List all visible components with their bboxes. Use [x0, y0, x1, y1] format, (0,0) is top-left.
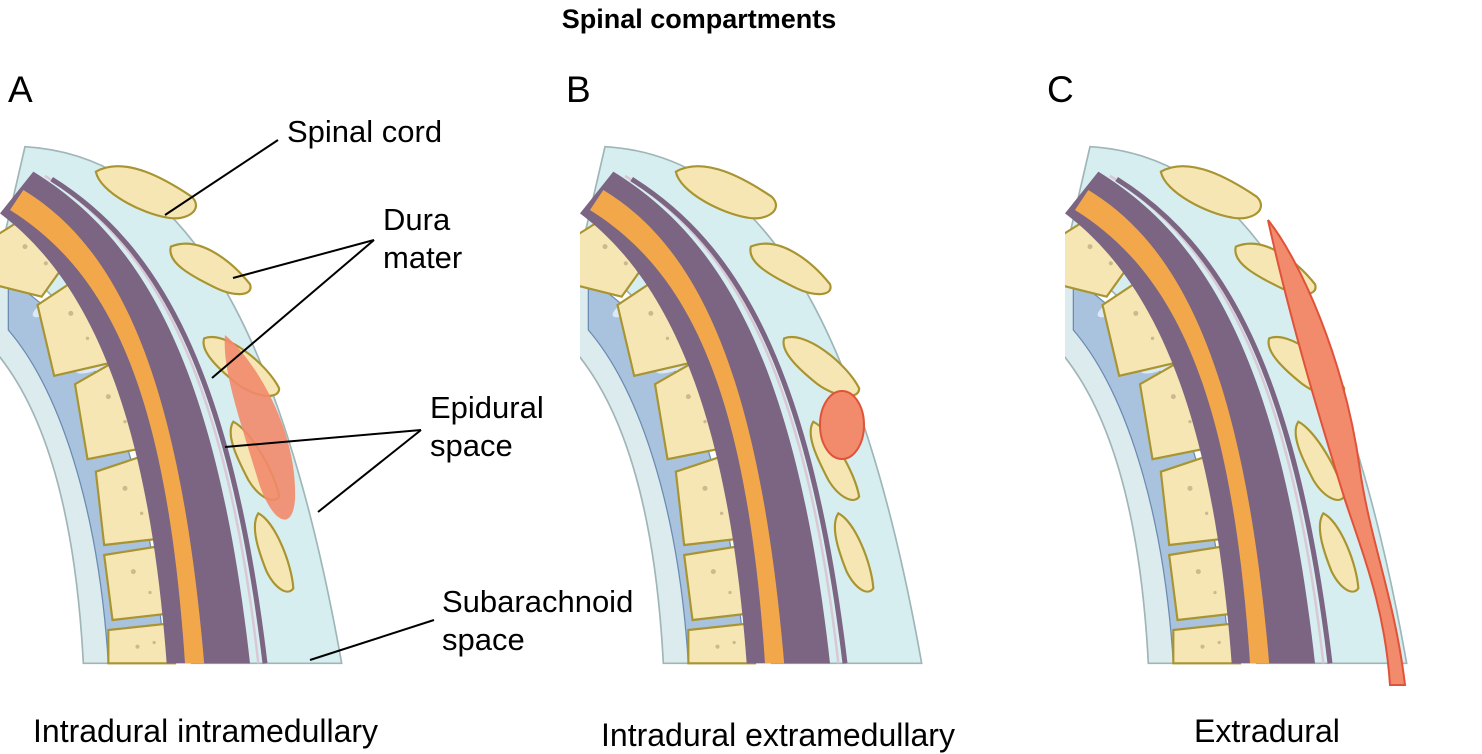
label-epidural-line2: space — [430, 428, 513, 463]
leader-subarachnoid — [309, 619, 435, 661]
panel-letter-b: B — [566, 69, 591, 110]
panel-caption-b: Intradural extramedullary — [601, 717, 955, 753]
leader-dura-lower — [211, 239, 375, 379]
panel-letter-a: A — [8, 69, 33, 110]
label-subarachnoid-line2: space — [442, 622, 525, 657]
panel-caption-a: Intradural intramedullary — [33, 713, 378, 749]
label-spinal-cord: Spinal cord — [287, 114, 442, 149]
leader-spinal-cord — [164, 139, 279, 216]
leader-epidural-lower — [317, 429, 422, 513]
leader-epidural-upper — [224, 429, 422, 448]
label-dura-line1: Dura — [383, 202, 451, 237]
panel-a: A Intradural intramedullary Spinal cord … — [0, 69, 633, 749]
leader-dura-upper — [232, 239, 375, 279]
label-subarachnoid-line1: Subarachnoid — [442, 584, 633, 619]
extradural-lesion — [1267, 219, 1407, 686]
panel-letter-c: C — [1047, 69, 1074, 110]
intradural-extramedullary-lesion — [819, 390, 865, 460]
panel-b: B Intradural extramedullary — [566, 69, 955, 753]
panel-c: C Extradural — [1047, 69, 1407, 749]
intramedullary-lesion — [224, 335, 296, 520]
label-dura-line2: mater — [383, 240, 462, 275]
figure-title: Spinal compartments — [562, 4, 837, 34]
panel-caption-c: Extradural — [1194, 713, 1340, 749]
panel-a-illustration — [0, 147, 342, 664]
label-epidural-line1: Epidural — [430, 390, 544, 425]
panel-c-illustration — [1048, 147, 1406, 664]
